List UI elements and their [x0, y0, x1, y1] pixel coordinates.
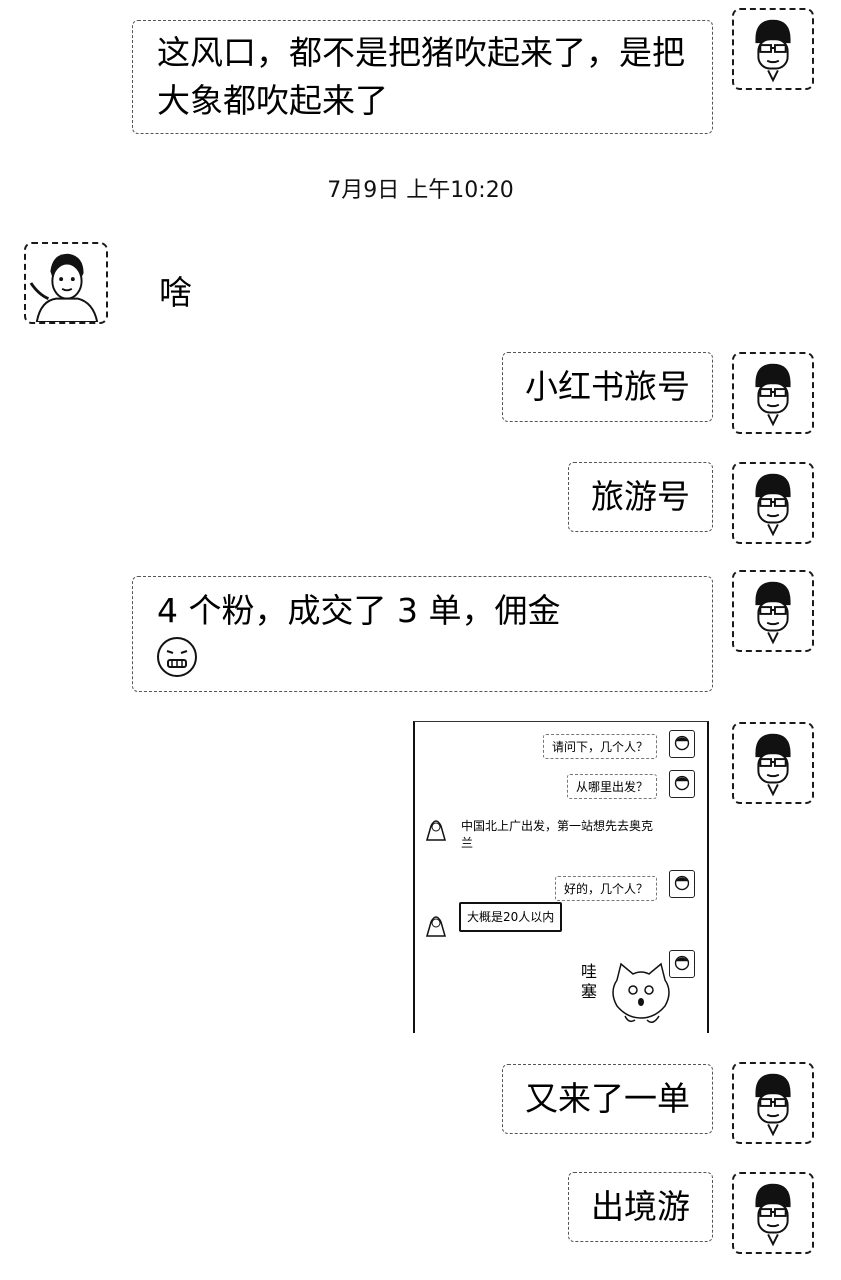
message-bubble[interactable]: 又来了一单 — [502, 1064, 713, 1134]
man-portrait-icon — [29, 253, 99, 322]
message-bubble[interactable]: 旅游号 — [568, 462, 713, 532]
grimacing-face-icon — [157, 637, 197, 677]
message-bubble[interactable]: 小红书旅号 — [502, 352, 713, 422]
message-text: 4 个粉，成交了 3 单，佣金 — [157, 591, 561, 630]
mini-contact-avatar-icon — [423, 910, 449, 938]
mini-message: 好的，几个人？ — [554, 876, 657, 901]
sticker-text: 哇塞 — [581, 962, 598, 1001]
mini-avatar-icon — [669, 950, 695, 978]
self-avatar[interactable] — [732, 8, 814, 90]
mini-avatar-icon — [669, 770, 695, 798]
man-with-glasses-icon — [755, 19, 791, 83]
message-bubble[interactable]: 啥 — [136, 258, 215, 328]
man-with-glasses-icon — [755, 363, 791, 427]
mini-avatar-icon — [669, 730, 695, 758]
mini-contact-avatar-icon — [423, 814, 449, 842]
man-with-glasses-icon — [755, 581, 791, 645]
self-avatar[interactable] — [732, 1172, 814, 1254]
message-text: 啥 — [159, 273, 192, 312]
message-bubble[interactable]: 这风口，都不是把猪吹起来了，是把大象都吹起来了 — [132, 20, 713, 134]
mini-message: 中国北上广出发，第一站想先去奥克兰 — [461, 819, 654, 850]
mini-message: 从哪里出发？ — [566, 774, 657, 799]
man-with-glasses-icon — [755, 1073, 791, 1137]
contact-avatar[interactable] — [24, 242, 108, 324]
self-avatar[interactable] — [732, 352, 814, 434]
message-text: 这风口，都不是把猪吹起来了，是把大象都吹起来了 — [157, 33, 685, 120]
self-avatar[interactable] — [732, 570, 814, 652]
message-text: 旅游号 — [591, 477, 690, 516]
man-with-glasses-icon — [755, 1183, 791, 1247]
man-with-glasses-icon — [755, 733, 791, 797]
chat-timestamp: 7月9日 上午10:20 — [327, 178, 514, 203]
self-avatar[interactable] — [732, 1062, 814, 1144]
self-avatar[interactable] — [732, 722, 814, 804]
message-text: 小红书旅号 — [525, 367, 690, 406]
message-text: 出境游 — [591, 1187, 690, 1226]
man-with-glasses-icon — [755, 473, 791, 537]
chat-screenshot-image[interactable]: 请问下，几个人？ 从哪里出发？ 中国北上广出发，第一站想先去奥克兰 好的，几个人… — [413, 721, 709, 1033]
message-bubble[interactable]: 出境游 — [568, 1172, 713, 1242]
message-text: 又来了一单 — [525, 1079, 690, 1118]
cat-sticker-icon — [612, 962, 670, 1023]
mini-message: 请问下，几个人？ — [542, 734, 657, 759]
mini-avatar-icon — [669, 870, 695, 898]
self-avatar[interactable] — [732, 462, 814, 544]
message-bubble[interactable]: 4 个粉，成交了 3 单，佣金 — [132, 576, 713, 692]
mini-message: 大概是20人以内 — [459, 902, 563, 932]
